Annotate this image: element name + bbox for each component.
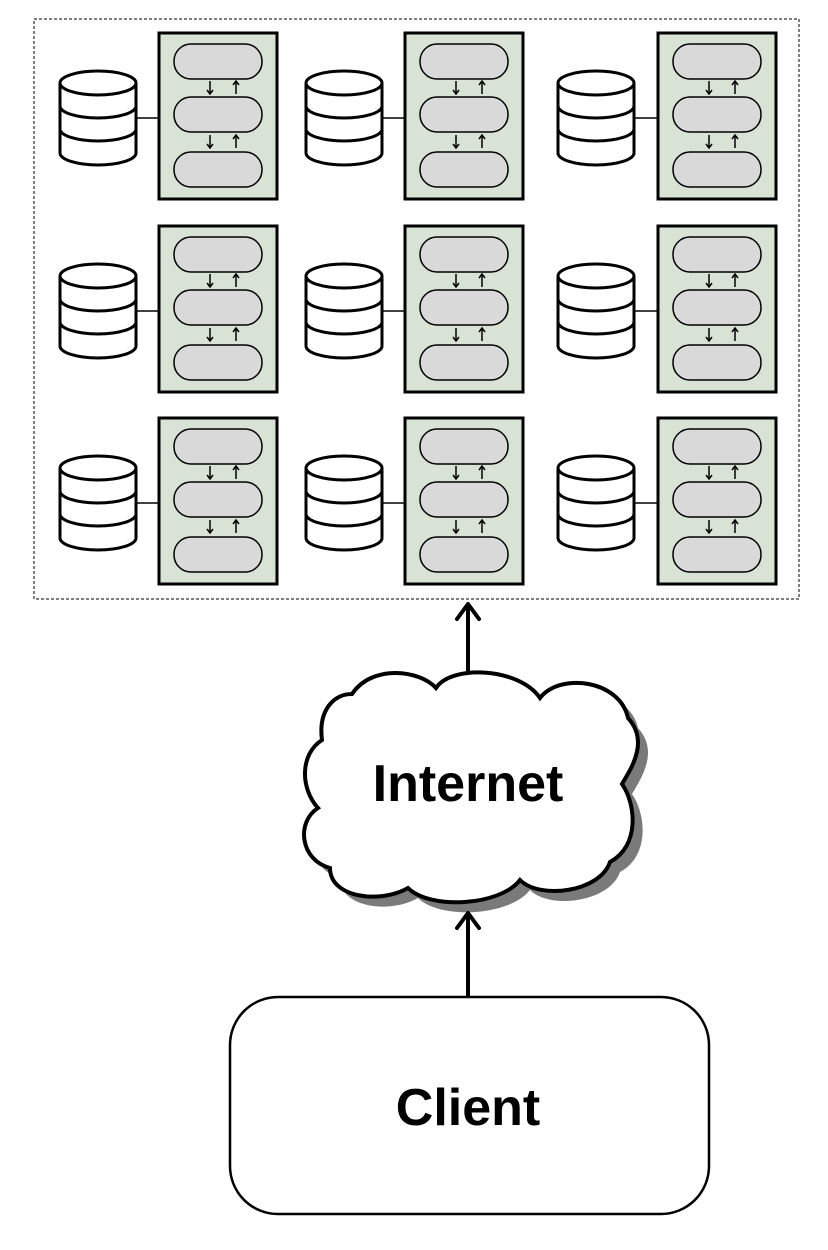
- database-icon: [304, 454, 384, 552]
- server-layer: [672, 481, 762, 518]
- server-layer: [419, 289, 509, 326]
- server-layer: [173, 96, 263, 133]
- server-cluster-frame: [33, 18, 800, 600]
- server-layer: [672, 151, 762, 188]
- server-layer: [173, 428, 263, 465]
- server-layer: [419, 536, 509, 573]
- internet-cloud: Internet: [302, 670, 648, 913]
- server-stack: [157, 224, 279, 394]
- arrow-client-to-internet: [455, 911, 481, 996]
- cloud-shape: [302, 670, 640, 905]
- server-layer: [173, 536, 263, 573]
- server-stack: [656, 31, 778, 201]
- server-unit: [556, 31, 778, 201]
- server-stack: [656, 416, 778, 586]
- server-layer: [672, 428, 762, 465]
- server-layer: [672, 96, 762, 133]
- client-label: Client: [396, 1079, 540, 1137]
- database-icon: [58, 69, 138, 167]
- database-icon: [556, 69, 636, 167]
- server-layer: [672, 236, 762, 273]
- server-layer: [672, 536, 762, 573]
- server-cluster: [58, 31, 778, 586]
- server-stack: [403, 416, 525, 586]
- server-unit: [304, 31, 525, 201]
- server-unit: [58, 31, 279, 201]
- server-layer: [173, 344, 263, 381]
- server-layer: [173, 43, 263, 80]
- server-layer: [419, 428, 509, 465]
- server-stack: [403, 224, 525, 394]
- server-stack: [403, 31, 525, 201]
- server-unit: [304, 416, 525, 586]
- server-unit: [58, 224, 279, 394]
- arrow-internet-to-cluster: [455, 602, 481, 675]
- database-icon: [304, 262, 384, 360]
- server-layer: [173, 236, 263, 273]
- database-icon: [58, 454, 138, 552]
- server-layer: [419, 481, 509, 518]
- server-layer: [419, 151, 509, 188]
- server-layer: [173, 151, 263, 188]
- server-stack: [656, 224, 778, 394]
- server-stack: [157, 31, 279, 201]
- database-icon: [556, 454, 636, 552]
- server-layer: [419, 43, 509, 80]
- server-layer: [672, 43, 762, 80]
- server-unit: [556, 416, 778, 586]
- server-layer: [173, 289, 263, 326]
- server-layer: [419, 236, 509, 273]
- server-layer: [672, 289, 762, 326]
- internet-label: Internet: [373, 755, 564, 813]
- database-icon: [556, 262, 636, 360]
- server-layer: [419, 96, 509, 133]
- server-stack: [157, 416, 279, 586]
- client-box: Client: [228, 995, 711, 1216]
- server-unit: [304, 224, 525, 394]
- database-icon: [304, 69, 384, 167]
- server-unit: [556, 224, 778, 394]
- server-unit: [58, 416, 279, 586]
- server-layer: [173, 481, 263, 518]
- server-layer: [419, 344, 509, 381]
- server-layer: [672, 344, 762, 381]
- database-icon: [58, 262, 138, 360]
